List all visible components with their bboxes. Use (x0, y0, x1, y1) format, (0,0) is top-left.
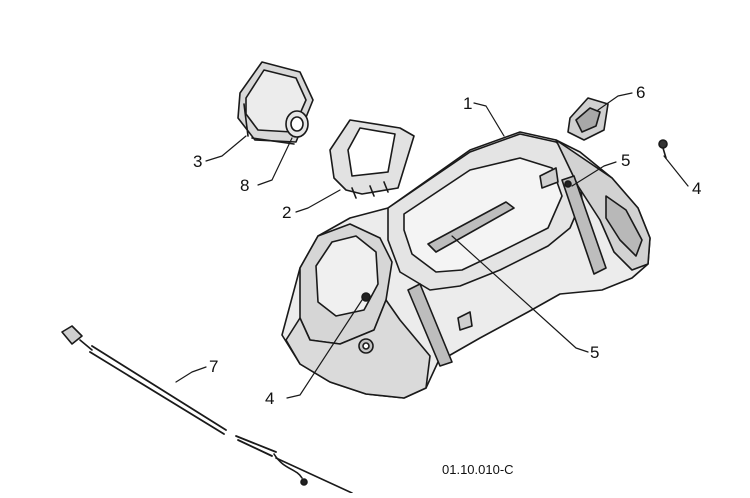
callout-7: 7 (209, 357, 219, 376)
headlight-bracket-part (329, 119, 415, 199)
drawing-code: 01.10.010-C (442, 462, 514, 477)
screw-right-part (658, 139, 668, 159)
switch-part (567, 97, 609, 141)
callout-5-upper: 5 (621, 151, 631, 170)
callout-4-left: 4 (265, 389, 275, 408)
callout-2: 2 (282, 203, 292, 222)
callout-leaders (175, 92, 689, 399)
callout-8: 8 (240, 176, 250, 195)
wiring-harness-part (61, 325, 353, 494)
hood-housing-part (281, 131, 651, 399)
callout-4-right: 4 (692, 179, 702, 198)
callout-1: 1 (463, 94, 473, 113)
callout-6: 6 (636, 83, 646, 102)
bulb-part (285, 110, 309, 138)
callout-3: 3 (193, 152, 203, 171)
callout-5-lower: 5 (590, 343, 600, 362)
